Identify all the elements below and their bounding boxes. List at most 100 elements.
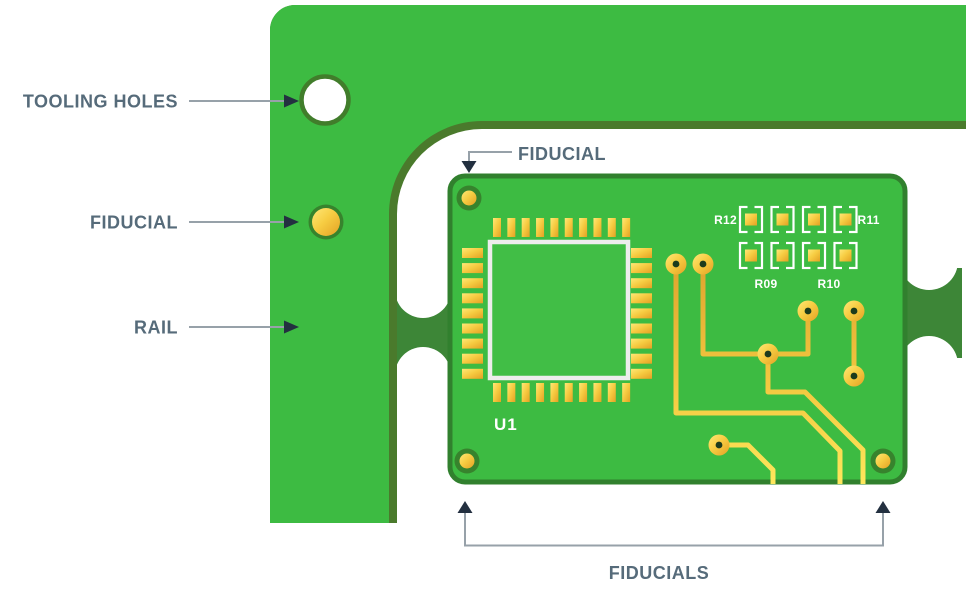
chip-pad (462, 368, 483, 379)
chip-pad (631, 368, 652, 379)
chip-pad (607, 218, 616, 237)
chip-pad (462, 293, 483, 304)
chip-pad (593, 383, 602, 402)
chip-pad (607, 383, 616, 402)
mouse-bite-cutout (900, 232, 958, 290)
resistor-label: R12 (714, 213, 737, 227)
drill-hole (804, 307, 812, 315)
mouse-bite-cutout (900, 336, 958, 394)
silk-gap (810, 266, 818, 270)
resistor-pad (839, 213, 852, 226)
tooling-hole (299, 74, 351, 126)
drill-hole (672, 260, 680, 268)
chip-pad (631, 323, 652, 334)
arrowhead-right-icon (284, 320, 299, 334)
silk-gap (779, 230, 786, 234)
annotation-fiducial-top: FIDUCIAL (461, 144, 606, 173)
chip-pad (622, 218, 631, 237)
annotation-fiducials-bottom: FIDUCIALS (457, 501, 891, 583)
silk-gap (842, 266, 849, 270)
silk-gap (779, 266, 786, 270)
copper-traces (673, 264, 866, 484)
mouse-bite-cutout (395, 347, 451, 403)
arrowhead-down-icon (461, 161, 477, 173)
chip-pad (631, 353, 652, 364)
rail-fiducial (308, 204, 344, 240)
chip-pad (564, 218, 573, 237)
resistor-pad (745, 213, 757, 226)
arrowhead-up-icon (875, 501, 891, 513)
resistor-pad (808, 213, 820, 226)
panel-rails (270, 5, 966, 523)
resistor-pad (839, 249, 852, 262)
arrowhead-right-icon (284, 94, 299, 108)
through-hole-pads (665, 253, 865, 456)
chip-pad (631, 248, 652, 258)
chip-pad (631, 308, 652, 319)
drill-hole (850, 372, 858, 380)
fiducial-dot (461, 190, 477, 206)
fiducial-left-label: FIDUCIAL (90, 213, 178, 233)
chip-pad (631, 278, 652, 289)
silk-gap (810, 205, 818, 209)
resistor-pad (745, 249, 757, 262)
chip-pad (550, 383, 559, 402)
chip-pad (579, 218, 588, 237)
chip-pad (462, 338, 483, 349)
silk-gap (747, 205, 755, 209)
silk-gap (747, 230, 755, 234)
silk-gap (842, 241, 849, 245)
silk-gap (842, 230, 849, 234)
resistor-label: R11 (858, 213, 880, 227)
chip-pad (493, 383, 501, 402)
arrowhead-up-icon (457, 501, 473, 513)
chip-pad (507, 218, 516, 237)
resistor-label: R10 (818, 277, 841, 291)
rail-label: RAIL (134, 318, 178, 338)
trace (700, 264, 811, 357)
leader-line (468, 151, 512, 161)
chip-body (487, 239, 631, 381)
board-fiducials (454, 185, 896, 474)
bracket-line (464, 512, 884, 547)
chip-pad (462, 308, 483, 319)
mouse-bite-cutout (395, 262, 451, 318)
chip-pad (462, 323, 483, 334)
resistor-footprints (738, 205, 858, 270)
silk-gap (842, 205, 849, 209)
resistor-pad (808, 249, 820, 262)
chip-pad (536, 218, 545, 237)
chip-pad (593, 218, 602, 237)
chip-pad (579, 383, 588, 402)
chip-pad (462, 263, 483, 274)
silk-gap (779, 241, 786, 245)
chip-pad (631, 293, 652, 304)
chip-pad (631, 263, 652, 274)
silk-gap (810, 241, 818, 245)
chip-pad (521, 218, 530, 237)
chip-pad (622, 383, 631, 402)
rail-inner-edge (270, 5, 966, 523)
silk-gap (779, 205, 786, 209)
resistor-pad (776, 249, 789, 262)
chip-pad (550, 218, 559, 237)
drill-hole (699, 260, 707, 268)
arrowhead-right-icon (284, 215, 299, 229)
chip-pad (462, 248, 483, 258)
chip-u1: U1 (462, 218, 652, 434)
chip-pad (462, 278, 483, 289)
trace (765, 354, 866, 484)
breakaway-tabs (390, 232, 962, 403)
fiducial-top-label: FIDUCIAL (518, 144, 606, 164)
annotation-tooling-holes: TOOLING HOLES (23, 92, 299, 112)
chip-pad (631, 338, 652, 349)
chip-pad (462, 353, 483, 364)
silk-gap (747, 266, 755, 270)
chip-label: U1 (494, 415, 518, 434)
resistor-pad (776, 213, 789, 226)
silk-gap (810, 230, 818, 234)
fiducials-bottom-label: FIDUCIALS (609, 563, 710, 583)
annotation-fiducial-left: FIDUCIAL (90, 213, 299, 233)
chip-pad (493, 218, 501, 237)
